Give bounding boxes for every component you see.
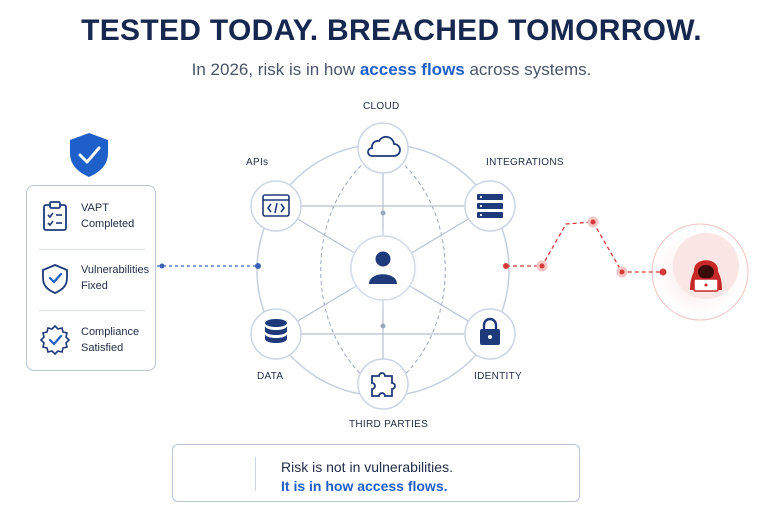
node-identity (464, 308, 516, 360)
divider (39, 249, 145, 250)
dashed-arc-right (382, 147, 446, 393)
label-cloud: CLOUD (363, 101, 400, 112)
node-data (250, 308, 302, 360)
code-window-icon (262, 194, 290, 217)
banner-line2: It is in how access flows. (281, 478, 448, 494)
badge-check-icon (39, 324, 71, 356)
label-third-parties: THIRD PARTIES (349, 419, 429, 430)
node-integrations (464, 180, 516, 232)
banner-line1: Risk is not in vulnerabilities. (281, 459, 453, 475)
database-icon (265, 319, 287, 343)
subtitle-pre: In 2026, risk is in how (191, 60, 360, 79)
label-data: DATA (257, 371, 284, 382)
node-cloud (357, 122, 409, 174)
divider (39, 310, 145, 311)
checklist-line1: Compliance (81, 326, 140, 338)
shield-check-icon (42, 264, 68, 294)
checklist-line1: VAPT (81, 202, 109, 214)
shield-check-icon-top (70, 133, 108, 177)
label-apis: APIs (246, 157, 269, 168)
user-icon (369, 251, 397, 284)
subtitle-highlight: access flows (359, 60, 465, 79)
page-subtitle: In 2026, risk is in how access flows acr… (0, 60, 783, 80)
banner-divider (255, 457, 256, 491)
cloud-icon (367, 135, 401, 157)
checklist-line2: Fixed (81, 280, 108, 292)
label-integrations: INTEGRATIONS (486, 157, 564, 168)
clipboard-check-icon (43, 201, 67, 231)
page-title: TESTED TODAY. BREACHED TOMORROW. (81, 14, 702, 47)
subtitle-post: across systems. (464, 60, 592, 79)
junction-dot (380, 323, 386, 329)
node-third-parties (357, 358, 409, 410)
lock-icon (480, 317, 500, 345)
connector-dot (255, 263, 261, 269)
junction-dot (380, 210, 386, 216)
dashed-arc-left (320, 147, 384, 393)
server-stack-icon (477, 194, 503, 218)
checklist-line2: Completed (81, 218, 135, 230)
checklist-line1: Vulnerabilities (81, 264, 150, 276)
puzzle-icon (371, 372, 396, 397)
hacker-icon (690, 260, 722, 292)
connector-dot (159, 263, 165, 269)
label-identity: IDENTITY (474, 371, 522, 382)
center-node (350, 235, 416, 301)
checklist-line2: Satisfied (81, 342, 124, 354)
message-banner: Risk is not in vulnerabilities. It is in… (172, 444, 580, 502)
node-apis (250, 180, 302, 232)
checklist-item-vapt: VAPT Completed (39, 196, 151, 236)
